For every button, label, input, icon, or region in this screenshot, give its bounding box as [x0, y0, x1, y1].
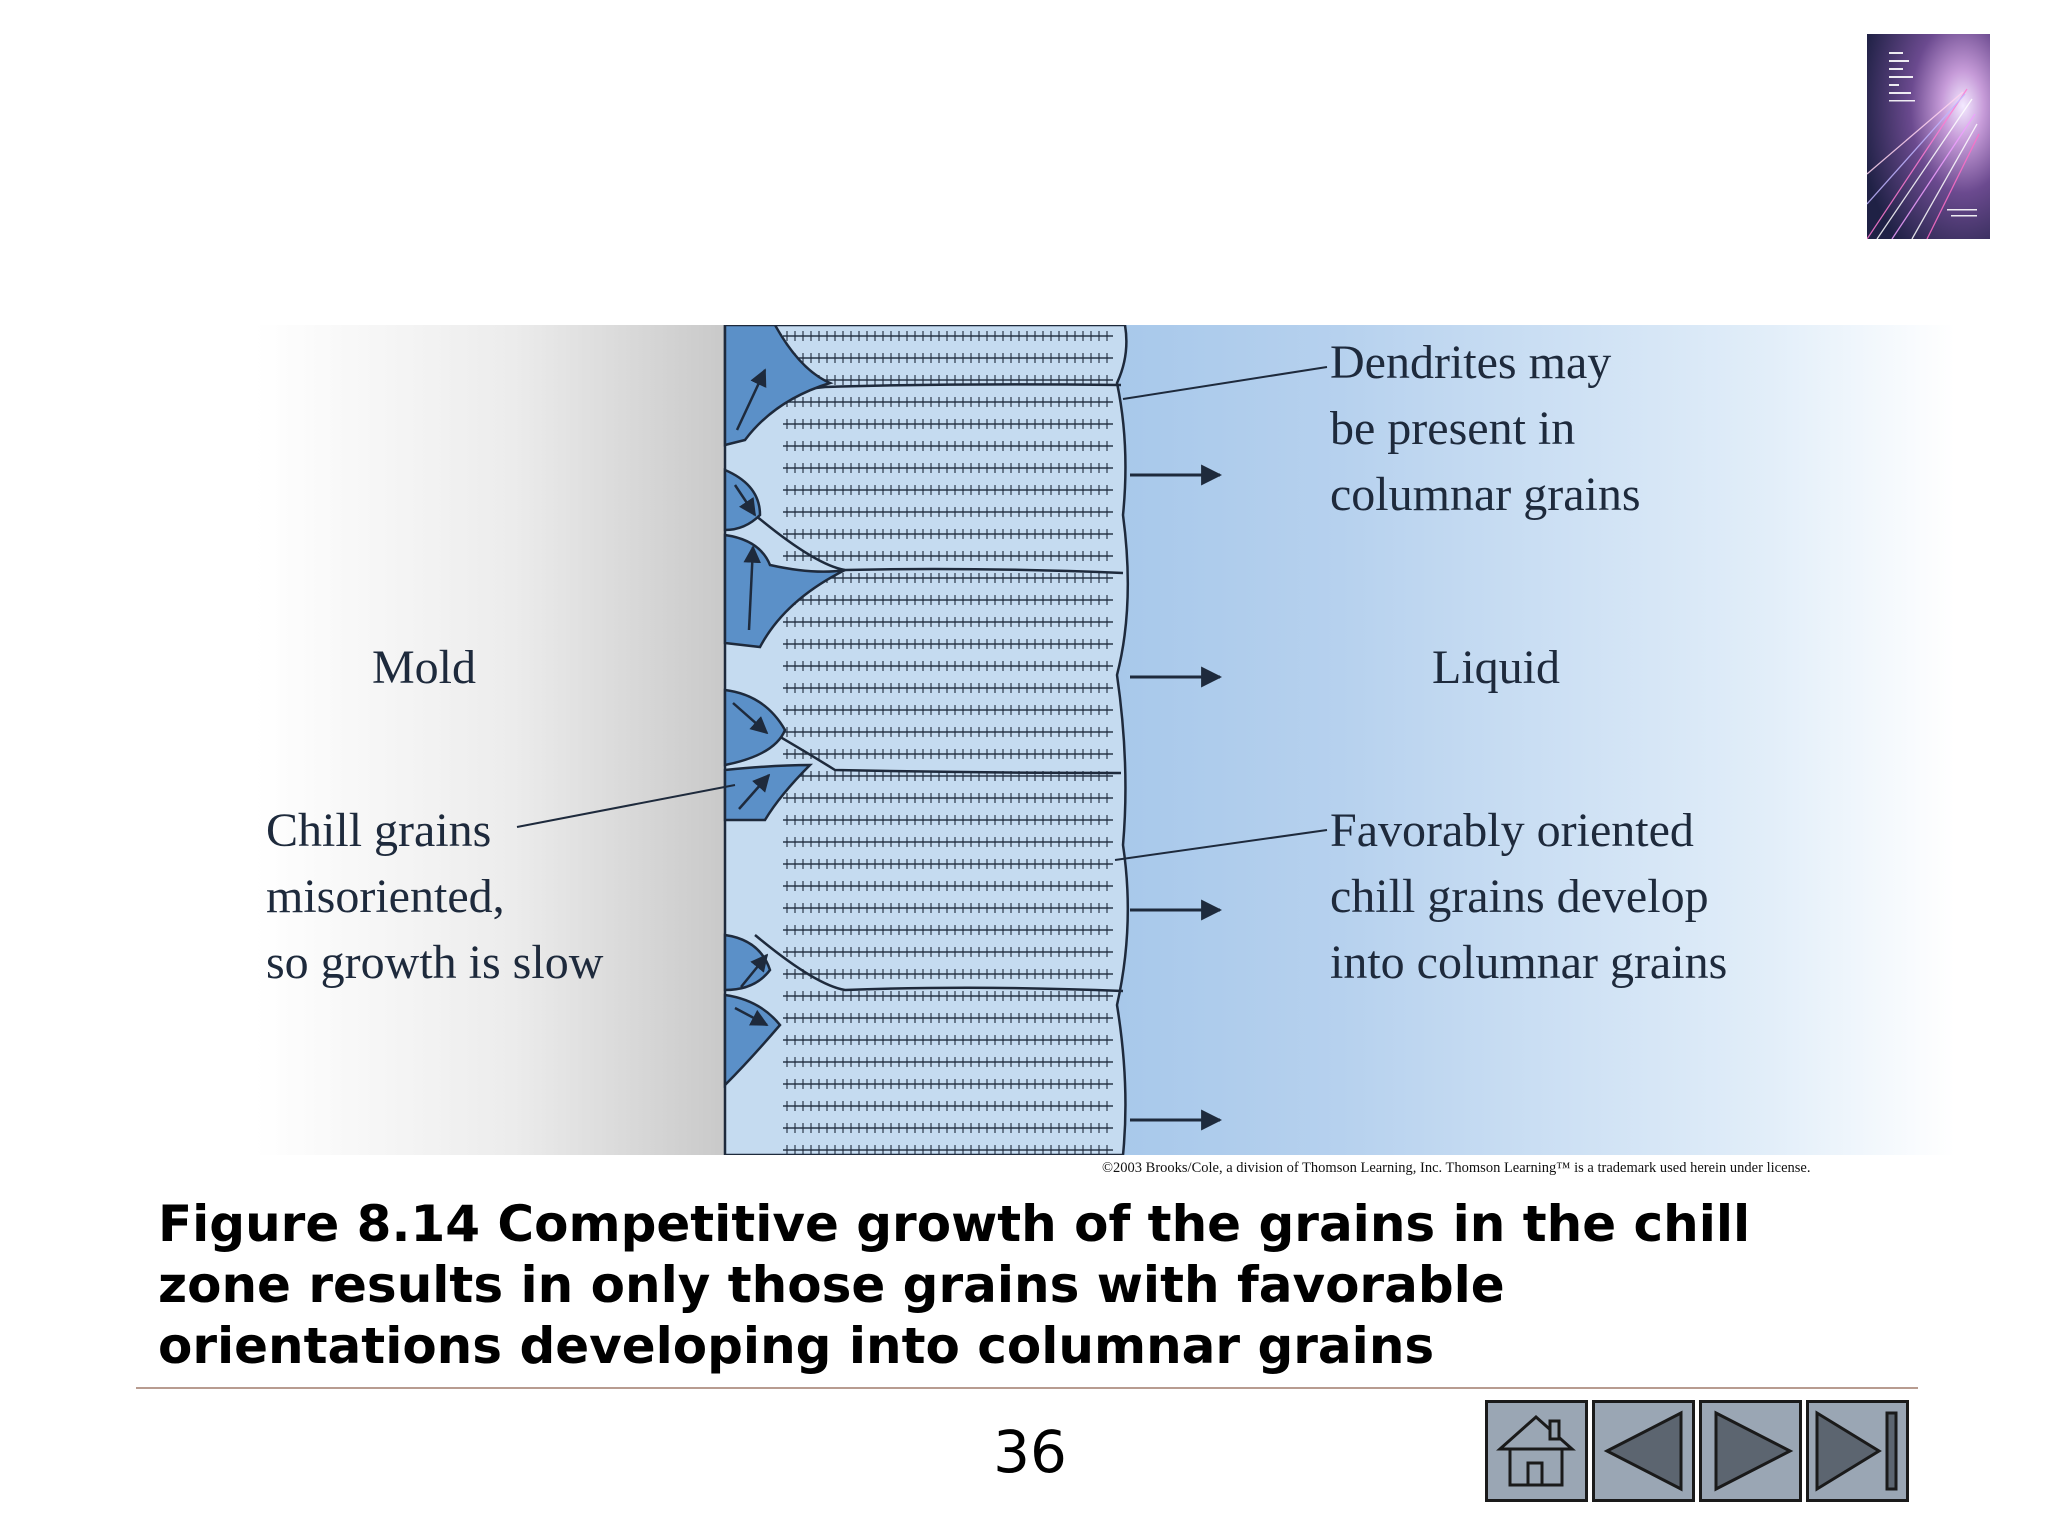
grain-boundary	[754, 934, 1124, 993]
label-dendrites-line-3: columnar grains	[1330, 468, 1641, 521]
mold-region	[255, 325, 725, 1155]
label-dendrites: Dendrites may be present in columnar gra…	[1330, 330, 1641, 528]
grain-orientation-arrow	[734, 1006, 769, 1027]
caption-divider	[136, 1387, 1918, 1389]
label-favorable-line-1: Favorably oriented	[1330, 804, 1694, 857]
last-slide-button[interactable]	[1806, 1400, 1909, 1502]
triangle-left-icon	[1603, 1410, 1683, 1492]
grain-orientation-arrow	[733, 484, 757, 517]
label-favorable-line-2: chill grains develop	[1330, 870, 1709, 923]
caption-line-1: Figure 8.14 Competitive growth of the gr…	[158, 1195, 1751, 1253]
triangle-right-icon	[1714, 1410, 1794, 1492]
chill-grain	[723, 325, 834, 447]
grain-orientation-arrow	[743, 545, 761, 631]
label-chill-line-3: so growth is slow	[266, 936, 604, 989]
grain-boundary	[754, 514, 1124, 575]
diagram-graphic	[255, 325, 1955, 1155]
grain-orientation-arrow	[740, 953, 769, 988]
copyright-notice: ©2003 Brooks/Cole, a division of Thomson…	[1102, 1160, 1811, 1176]
caption-line-3: orientations developing into columnar gr…	[158, 1317, 1435, 1375]
label-chill-line-2: misoriented,	[266, 870, 505, 923]
label-liquid: Liquid	[1432, 641, 1560, 694]
grain-growth-diagram: Mold Liquid Dendrites may be present in …	[255, 325, 1955, 1155]
previous-button[interactable]	[1592, 1400, 1695, 1502]
page-number: 36	[993, 1418, 1067, 1486]
label-dendrites-line-2: be present in	[1330, 402, 1576, 455]
grain-orientation-arrow	[738, 773, 771, 810]
label-chill-grains: Chill grains misoriented, so growth is s…	[266, 798, 603, 996]
leader-line-favorable	[1114, 829, 1328, 861]
home-button[interactable]	[1485, 1400, 1588, 1502]
book-cover-image	[1867, 34, 1990, 239]
label-favorably-oriented: Favorably oriented chill grains develop …	[1330, 798, 1727, 996]
label-mold: Mold	[372, 641, 477, 694]
book-cover-thumbnail	[1867, 34, 1990, 239]
figure-caption: Figure 8.14 Competitive growth of the gr…	[158, 1194, 1918, 1377]
dendrite-hatching	[783, 325, 1113, 1155]
caption-line-2: zone results in only those grains with f…	[158, 1256, 1505, 1314]
next-button[interactable]	[1699, 1400, 1802, 1502]
home-icon	[1496, 1414, 1576, 1487]
grain-orientation-arrow	[735, 368, 767, 431]
chill-grain	[723, 933, 772, 992]
skip-to-end-icon	[1815, 1410, 1898, 1492]
grain-orientation-arrow	[732, 702, 769, 735]
label-favorable-line-3: into columnar grains	[1330, 936, 1728, 989]
label-chill-line-1: Chill grains	[266, 804, 492, 857]
label-dendrites-line-1: Dendrites may	[1330, 336, 1612, 389]
leader-line-chill	[516, 784, 736, 828]
leader-line-dendrites	[1122, 366, 1328, 400]
